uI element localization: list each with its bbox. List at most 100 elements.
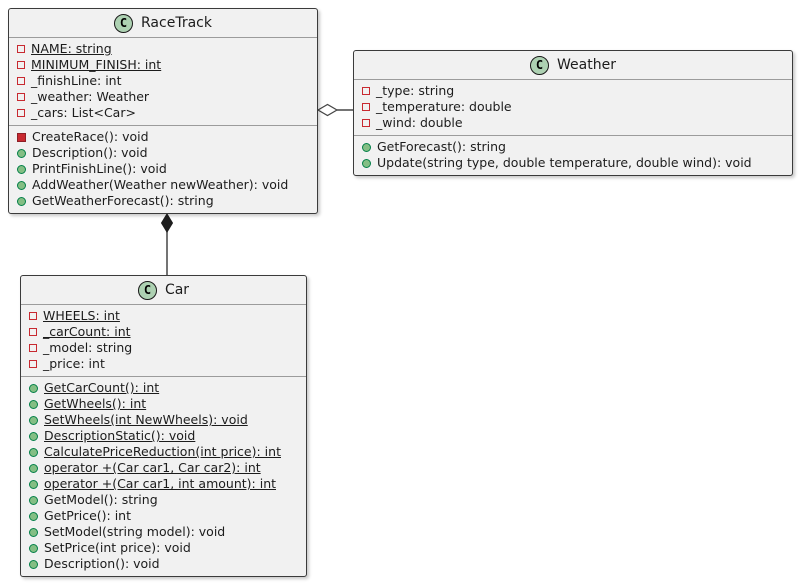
method-row: GetForecast(): string: [362, 139, 786, 155]
public-method-icon: [29, 479, 38, 489]
field-row: MINIMUM_FINISH: int: [17, 57, 311, 73]
method-row: GetWeatherForecast(): string: [17, 193, 311, 209]
aggregation-connector-racetrack-weather: [316, 103, 353, 117]
class-title: RaceTrack: [141, 15, 212, 31]
public-method-icon: [17, 148, 26, 158]
public-method-icon: [29, 447, 38, 457]
field-row: _wind: double: [362, 115, 786, 131]
method-label: operator +(Car car1, Car car2): int: [44, 460, 261, 475]
public-method-icon: [17, 164, 26, 174]
method-label: GetModel(): string: [44, 492, 158, 507]
private-field-icon: [17, 45, 25, 53]
public-method-icon: [17, 180, 26, 190]
public-method-icon: [17, 196, 26, 206]
method-row: CalculatePriceReduction(int price): int: [29, 444, 300, 460]
public-method-icon: [29, 559, 38, 569]
method-label: DescriptionStatic(): void: [44, 428, 196, 443]
class-header-weather: C Weather: [354, 51, 792, 80]
public-method-icon: [29, 415, 38, 425]
class-icon: C: [137, 280, 157, 300]
field-label: MINIMUM_FINISH: int: [31, 57, 162, 72]
private-field-icon: [29, 328, 37, 336]
class-icon: C: [530, 55, 550, 75]
field-label: _model: string: [43, 340, 133, 355]
method-row: Description(): void: [29, 556, 300, 572]
field-row: _cars: List<Car>: [17, 105, 311, 121]
field-row: _weather: Weather: [17, 89, 311, 105]
public-method-icon: [29, 527, 38, 537]
method-label: Update(string type, double temperature, …: [377, 155, 752, 170]
public-method-icon: [29, 399, 38, 409]
method-label: AddWeather(Weather newWeather): void: [32, 177, 289, 192]
field-row: _type: string: [362, 83, 786, 99]
method-row: operator +(Car car1, int amount): int: [29, 476, 300, 492]
method-label: operator +(Car car1, int amount): int: [44, 476, 277, 491]
fields-compartment: WHEELS: int_carCount: int_model: string_…: [21, 305, 306, 376]
field-label: _wind: double: [376, 115, 463, 130]
method-label: SetModel(string model): void: [44, 524, 226, 539]
method-label: GetWheels(): int: [44, 396, 147, 411]
private-field-icon: [17, 61, 25, 69]
method-label: Description(): void: [32, 145, 148, 160]
field-label: _cars: List<Car>: [31, 105, 136, 120]
method-label: SetWheels(int NewWheels): void: [44, 412, 248, 427]
field-label: _temperature: double: [376, 99, 512, 114]
field-row: _price: int: [29, 356, 300, 372]
public-method-icon: [29, 431, 38, 441]
method-row: Update(string type, double temperature, …: [362, 155, 786, 171]
method-row: DescriptionStatic(): void: [29, 428, 300, 444]
public-method-icon: [29, 463, 38, 473]
method-label: Description(): void: [44, 556, 160, 571]
composition-connector-racetrack-car: [160, 213, 174, 275]
public-method-icon: [29, 383, 38, 393]
field-row: _temperature: double: [362, 99, 786, 115]
method-label: PrintFinishLine(): void: [32, 161, 167, 176]
private-method-icon: [17, 132, 26, 142]
private-field-icon: [29, 312, 37, 320]
private-field-icon: [17, 77, 25, 85]
field-label: _weather: Weather: [31, 89, 150, 104]
method-row: SetModel(string model): void: [29, 524, 300, 540]
class-header-car: C Car: [21, 276, 306, 305]
method-row: operator +(Car car1, Car car2): int: [29, 460, 300, 476]
method-row: CreateRace(): void: [17, 129, 311, 145]
method-label: SetPrice(int price): void: [44, 540, 191, 555]
class-title: Weather: [557, 57, 616, 73]
method-row: Description(): void: [17, 145, 311, 161]
private-field-icon: [362, 119, 370, 127]
field-label: _price: int: [43, 356, 105, 371]
public-method-icon: [362, 142, 371, 152]
method-row: GetPrice(): int: [29, 508, 300, 524]
private-field-icon: [17, 93, 25, 101]
method-row: GetModel(): string: [29, 492, 300, 508]
class-title: Car: [164, 282, 190, 298]
private-field-icon: [17, 109, 25, 117]
aggregation-diamond-icon: [316, 103, 339, 117]
method-label: GetWeatherForecast(): string: [32, 193, 214, 208]
method-label: CreateRace(): void: [32, 129, 149, 144]
class-box-car: C Car WHEELS: int_carCount: int_model: s…: [20, 275, 307, 577]
private-field-icon: [29, 360, 37, 368]
public-method-icon: [29, 495, 38, 505]
private-field-icon: [29, 344, 37, 352]
method-row: AddWeather(Weather newWeather): void: [17, 177, 311, 193]
fields-compartment: _type: string_temperature: double_wind: …: [354, 80, 792, 135]
class-header-racetrack: C RaceTrack: [9, 9, 317, 38]
field-row: _finishLine: int: [17, 73, 311, 89]
method-label: GetCarCount(): int: [44, 380, 160, 395]
method-row: SetWheels(int NewWheels): void: [29, 412, 300, 428]
method-row: SetPrice(int price): void: [29, 540, 300, 556]
field-label: _finishLine: int: [31, 73, 122, 88]
public-method-icon: [29, 543, 38, 553]
private-field-icon: [362, 87, 370, 95]
method-label: CalculatePriceReduction(int price): int: [44, 444, 281, 459]
method-row: GetCarCount(): int: [29, 380, 300, 396]
field-row: WHEELS: int: [29, 308, 300, 324]
field-label: NAME: string: [31, 41, 112, 56]
